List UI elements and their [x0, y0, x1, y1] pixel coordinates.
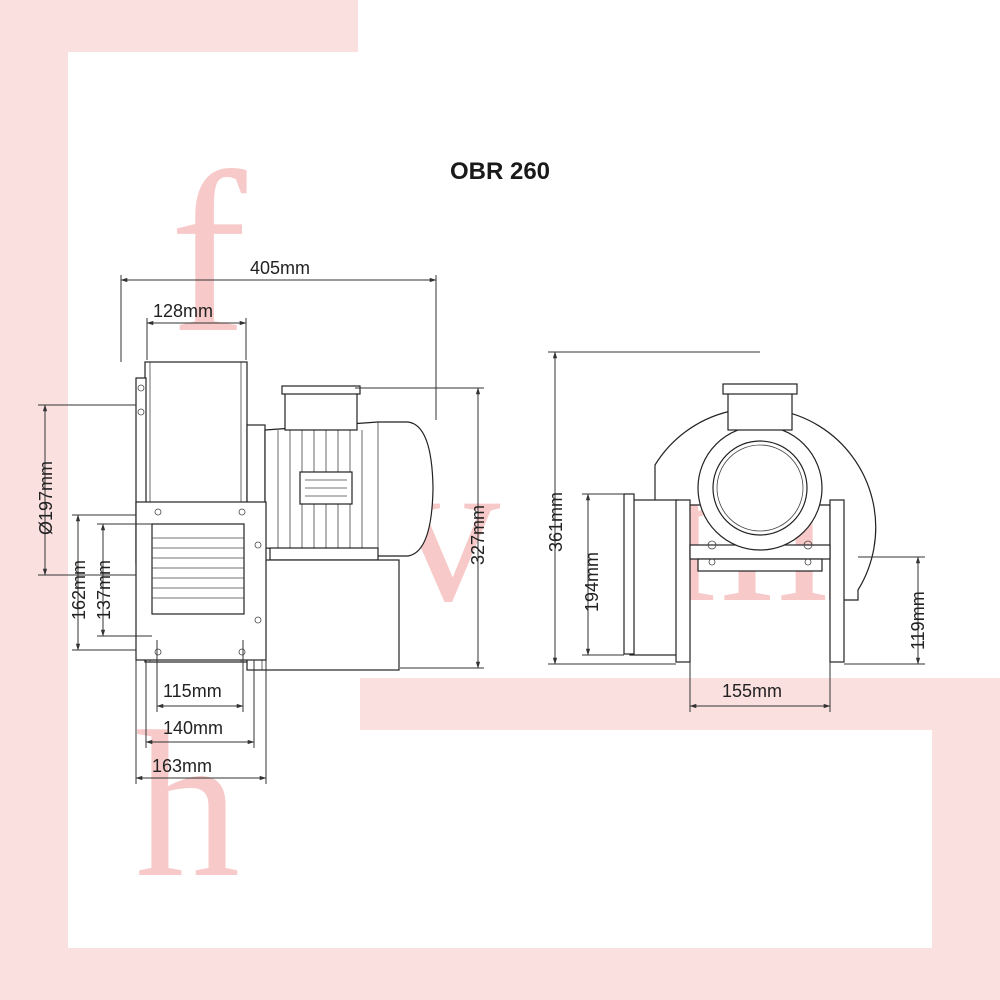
fan-base	[246, 559, 400, 671]
front-view: 361mm 194mm 119mm 155mm	[546, 351, 928, 712]
motor-end-cap	[712, 440, 808, 536]
dim-foot-height: 119mm	[908, 591, 928, 650]
dim-inlet-diameter: Ø197mm	[36, 461, 56, 535]
left-foot	[675, 499, 691, 663]
outlet-opening	[151, 523, 245, 615]
dim-flange-inner-width: 115mm	[163, 681, 222, 701]
front-terminal-box	[727, 389, 793, 431]
dim-side-height: 327mm	[468, 505, 488, 565]
dim-flange-outer-width: 163mm	[152, 756, 212, 776]
watermark-letter-f: f	[170, 125, 247, 380]
dim-inlet-depth: 128mm	[153, 301, 213, 321]
dim-total-height: 361mm	[546, 492, 566, 552]
side-view: 405mm 128mm Ø197mm 162mm 137mm 115mm 140…	[36, 258, 488, 784]
dim-flange-outer-height: 162mm	[69, 560, 89, 620]
dim-outlet-height: 194mm	[582, 552, 602, 612]
outlet-blades	[152, 537, 244, 599]
watermark-frame-bottom	[0, 948, 1000, 1000]
motor-base	[269, 547, 379, 561]
drawing-title: OBR 260	[449, 158, 551, 185]
watermark-letter-h: h	[135, 689, 240, 921]
dim-flange-mid-width: 140mm	[163, 718, 223, 738]
right-foot	[829, 499, 845, 663]
outlet-duct	[629, 499, 679, 656]
watermark-frame-left	[0, 0, 68, 1000]
terminal-box	[284, 389, 358, 431]
dim-flange-inner-height: 137mm	[94, 560, 114, 620]
dim-foot-width: 155mm	[722, 681, 782, 701]
outlet-flange-side	[623, 493, 635, 655]
motor-fins	[277, 422, 379, 556]
watermark-frame-right	[932, 678, 1000, 1000]
dim-overall-length: 405mm	[250, 258, 310, 278]
watermark-band	[360, 678, 1000, 730]
